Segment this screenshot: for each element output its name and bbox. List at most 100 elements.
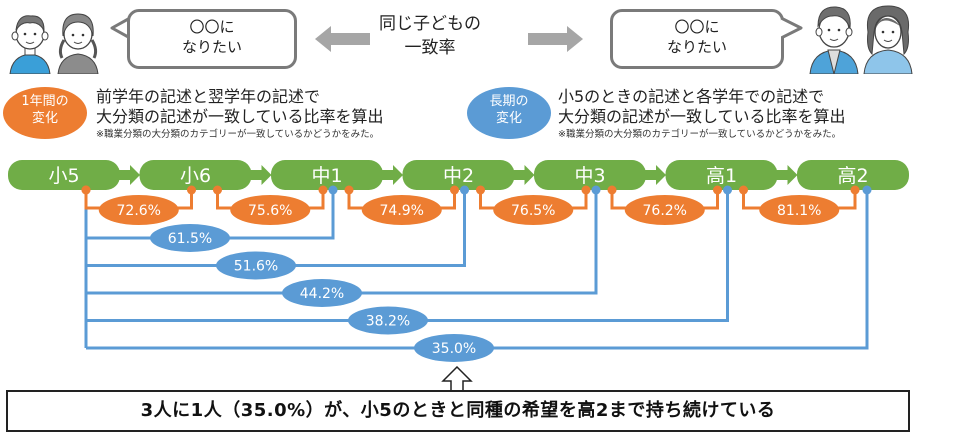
yearly-desc-line1: 前学年の記述と翌学年の記述で: [96, 87, 321, 106]
yearly-rate-bubble: [98, 195, 179, 225]
yearly-start-point: [344, 185, 354, 195]
yearly-start-point: [476, 185, 485, 195]
stage-arrow-icon: [787, 165, 798, 185]
yearly-rate-label: 81.1%: [777, 203, 821, 219]
longterm-rate-label: 38.2%: [366, 314, 410, 330]
stage-box: [139, 160, 252, 190]
yearly-start-point: [81, 185, 91, 195]
yearly-rate-label: 76.5%: [511, 203, 555, 219]
left-bubble-line2: なりたい: [181, 38, 242, 56]
yearly-rate-label: 75.6%: [248, 203, 292, 219]
yearly-change-badge: 1年間の 変化: [3, 87, 87, 139]
stage-connector: [510, 170, 527, 180]
yearly-badge-line2: 変化: [31, 111, 58, 126]
longterm-endpoint: [862, 185, 872, 195]
longterm-change-badge: 長期の 変化: [467, 87, 551, 139]
stage-arrow-icon: [393, 165, 403, 185]
longterm-badge-line2: 変化: [495, 111, 522, 126]
left-speech-bubble: 〇〇に なりたい: [127, 9, 297, 69]
longterm-line: [86, 190, 729, 322]
longterm-rate-label: 44.2%: [300, 286, 344, 302]
longterm-rate-bubble: [150, 224, 230, 252]
yearly-end-point: [450, 185, 459, 195]
boy-icon: [809, 6, 859, 74]
center-title-line2: 一致率: [404, 38, 456, 58]
longterm-rate-bubble: [348, 306, 428, 335]
stage-arrow-icon: [130, 165, 140, 185]
yearly-rate-label: 72.6%: [117, 203, 161, 219]
yearly-rate-bubble: [361, 195, 442, 225]
longterm-endpoint: [460, 185, 469, 195]
stage-connector: [116, 170, 132, 180]
stage-connector: [379, 170, 395, 180]
progression-diagram: 小5 小6 中1 中2 中3 高1 高2 61.5% 51.6% 44.2% 38.2% 35.0% 7…: [8, 160, 909, 362]
stage-label: 小6: [180, 165, 211, 187]
longterm-line: [86, 190, 598, 295]
stage-connector: [773, 170, 790, 180]
right-speech-bubble: 〇〇に なりたい: [610, 9, 784, 69]
boy-icon: [9, 15, 51, 74]
stage-connector: [247, 170, 264, 180]
stage-label: 中1: [311, 165, 342, 187]
highschool-students-icon: [809, 5, 913, 74]
stage-connector: [642, 170, 658, 180]
longterm-rate-label: 51.6%: [234, 259, 278, 275]
stage-box: [271, 160, 383, 190]
longterm-line: [86, 190, 466, 267]
longterm-desc-line2: 大分類の記述が一致している比率を算出: [558, 107, 846, 126]
yearly-rate-bubble: [624, 195, 705, 225]
longterm-endpoint: [591, 185, 601, 195]
yearly-end-point: [713, 185, 722, 195]
yearly-end-point: [581, 185, 591, 195]
yearly-start-point: [739, 185, 748, 195]
girl-icon: [57, 13, 99, 74]
longterm-rate-bubble: [414, 334, 494, 362]
center-title-line1: 同じ子どもの: [379, 14, 481, 34]
longterm-note: ※職業分類の大分類のカテゴリーが一致しているかどうかをみた。: [558, 129, 842, 140]
right-bubble-tail: [781, 16, 803, 40]
yearly-end-point: [187, 185, 196, 195]
elementary-students-icon: [9, 13, 99, 74]
yearly-rate-bubble: [493, 195, 574, 225]
longterm-rate-label: 61.5%: [168, 231, 212, 247]
yearly-desc-line2: 大分類の記述が一致している比率を算出: [96, 107, 384, 126]
stage-box: [797, 160, 909, 190]
left-bubble-tail: [110, 16, 130, 40]
longterm-badge-line1: 長期の: [489, 94, 529, 109]
right-bubble-line2: なりたい: [666, 38, 727, 56]
stage-arrow-icon: [261, 165, 272, 185]
longterm-rate-label: 35.0%: [432, 341, 476, 357]
summary-pointer-arrow: [441, 366, 473, 392]
yearly-rate-bubble: [759, 195, 840, 225]
yearly-note: ※職業分類の大分類のカテゴリーが一致しているかどうかをみた。: [96, 129, 380, 140]
summary-text: 3人に1人（35.0%）が、小5のときと同種の希望を高2まで持ち続けている: [140, 400, 776, 421]
right-bubble-line1: 〇〇に: [674, 18, 720, 36]
longterm-rate-bubble: [282, 279, 362, 307]
longterm-endpoint: [328, 185, 338, 195]
center-title: 同じ子どもの 一致率: [370, 12, 490, 60]
stage-box: [665, 160, 778, 190]
stage-label: 高2: [837, 165, 868, 187]
longterm-endpoint: [723, 185, 732, 195]
yearly-rate-bubble: [230, 195, 311, 225]
yearly-start-point: [607, 185, 617, 195]
yearly-rate-label: 74.9%: [380, 203, 424, 219]
yearly-rate-label: 76.2%: [643, 203, 687, 219]
stage-label: 小5: [48, 165, 79, 187]
stage-label: 高1: [706, 165, 737, 187]
girl-icon: [863, 5, 913, 74]
stage-label: 中2: [443, 165, 474, 187]
longterm-description: 小5のときの記述と各学年での記述で 大分類の記述が一致している比率を算出: [558, 87, 846, 127]
stage-box: [8, 160, 120, 190]
stage-arrow-icon: [524, 165, 535, 185]
left-arrow-icon: [315, 26, 370, 52]
longterm-line: [86, 190, 869, 350]
summary-box: 3人に1人（35.0%）が、小5のときと同種の希望を高2まで持ち続けている: [6, 390, 910, 432]
yearly-end-point: [318, 185, 328, 195]
yearly-description: 前学年の記述と翌学年の記述で 大分類の記述が一致している比率を算出: [96, 87, 384, 127]
yearly-end-point: [850, 185, 860, 195]
stage-label: 中3: [574, 165, 605, 187]
left-bubble-line1: 〇〇に: [189, 18, 235, 36]
stage-box: [534, 160, 646, 190]
right-arrow-icon: [528, 26, 583, 52]
